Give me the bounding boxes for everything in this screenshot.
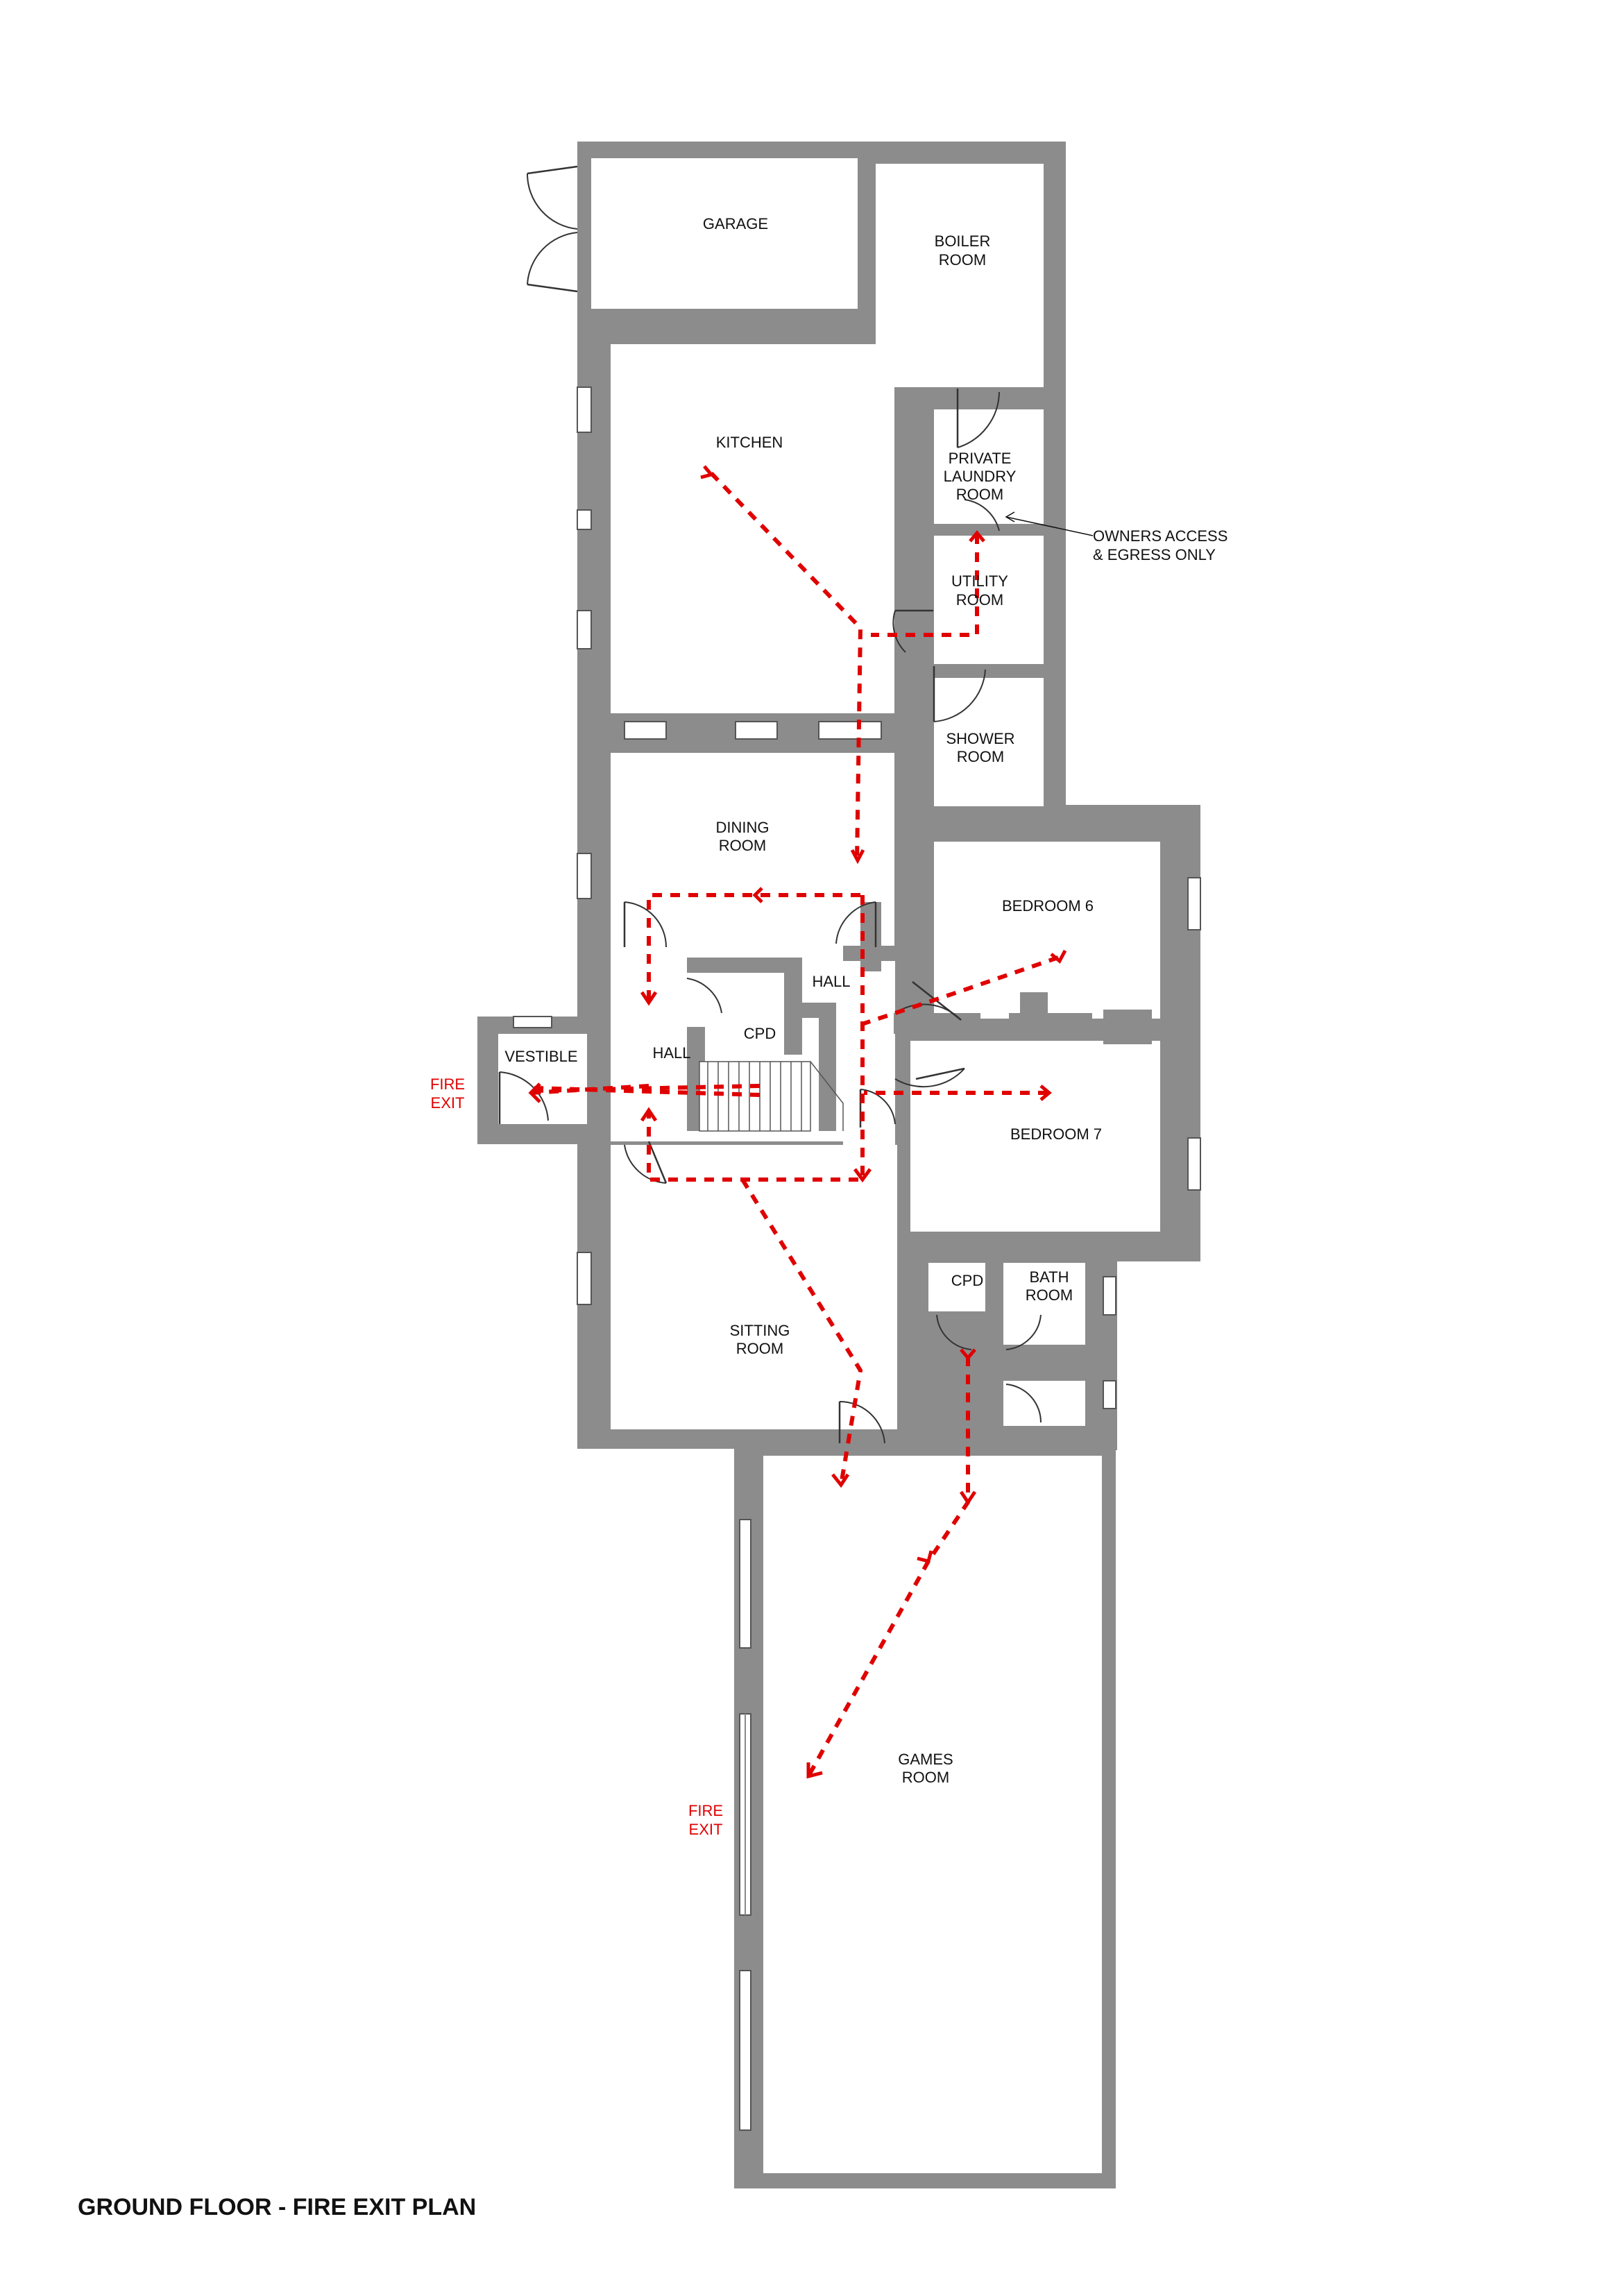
- fire-exit-labels: FIRE EXIT FIRE EXIT: [430, 1075, 723, 1838]
- label-sitting-1: SITTING: [730, 1322, 790, 1339]
- label-utility-1: UTILITY: [951, 572, 1008, 590]
- label-hall-small: HALL: [652, 1044, 690, 1062]
- label-cpd-stair: CPD: [744, 1025, 776, 1042]
- windows: [513, 386, 1201, 2131]
- label-boiler-2: ROOM: [939, 251, 986, 269]
- fire-exit-west-1: FIRE: [430, 1075, 465, 1093]
- label-kitchen: KITCHEN: [716, 434, 783, 451]
- label-utility-2: ROOM: [956, 591, 1003, 609]
- label-shower-2: ROOM: [957, 748, 1004, 765]
- label-laundry-3: ROOM: [956, 486, 1003, 503]
- label-dining-1: DINING: [716, 819, 770, 836]
- label-dining-2: ROOM: [719, 837, 766, 854]
- label-garage: GARAGE: [703, 215, 768, 232]
- owners-note-line-1: OWNERS ACCESS: [1093, 527, 1227, 545]
- label-vestible: VESTIBLE: [504, 1048, 577, 1065]
- partitions: [687, 902, 1152, 1443]
- label-bath-1: BATH: [1029, 1268, 1069, 1286]
- label-hall-main: HALL: [812, 973, 850, 990]
- fire-exit-games-1: FIRE: [688, 1802, 723, 1819]
- fire-routes: [530, 471, 1059, 1778]
- label-boiler-1: BOILER: [935, 232, 991, 250]
- label-games-1: GAMES: [898, 1751, 953, 1768]
- label-shower-1: SHOWER: [946, 730, 1015, 747]
- route-arrows: [528, 465, 1067, 1779]
- label-sitting-2: ROOM: [736, 1340, 783, 1357]
- label-laundry-2: LAUNDRY: [944, 468, 1017, 485]
- fire-exit-west-2: EXIT: [431, 1094, 465, 1112]
- label-bedroom-6: BEDROOM 6: [1002, 897, 1094, 915]
- label-cpd-small: CPD: [951, 1272, 983, 1289]
- owners-note-line-2: & EGRESS ONLY: [1093, 546, 1216, 563]
- fire-exit-games-2: EXIT: [689, 1821, 723, 1838]
- owners-note: OWNERS ACCESS & EGRESS ONLY: [1005, 511, 1227, 563]
- label-games-2: ROOM: [902, 1769, 949, 1786]
- label-laundry-1: PRIVATE: [949, 450, 1012, 467]
- plan-title: GROUND FLOOR - FIRE EXIT PLAN: [78, 2194, 476, 2220]
- label-bath-2: ROOM: [1026, 1286, 1073, 1304]
- doors: [498, 165, 1042, 1915]
- room-labels: GARAGE BOILER ROOM KITCHEN PRIVATE LAUND…: [504, 215, 1102, 1786]
- label-bedroom-7: BEDROOM 7: [1010, 1125, 1102, 1143]
